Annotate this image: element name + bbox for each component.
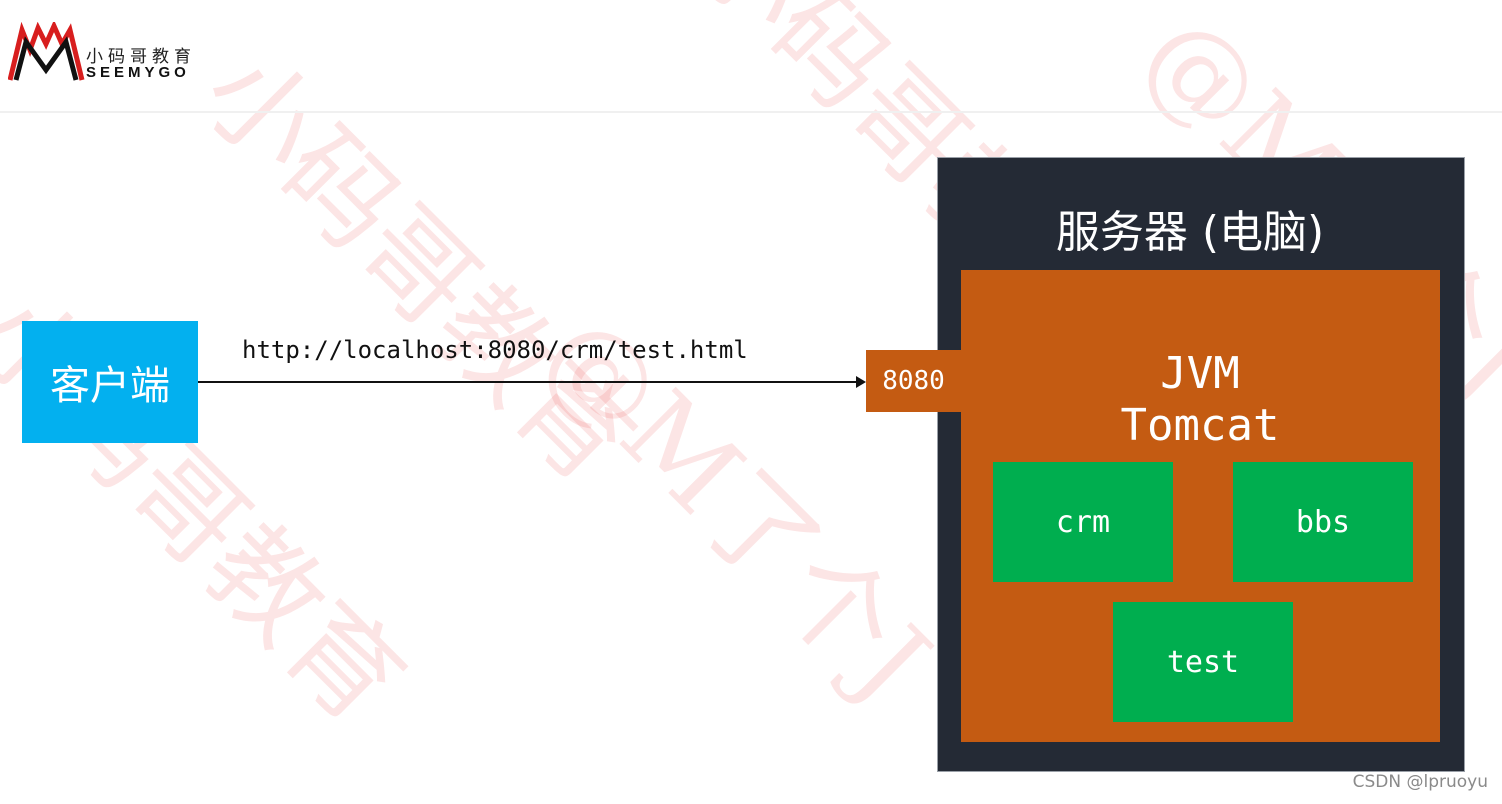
logo-text-cn: 小码哥教育 bbox=[86, 47, 196, 67]
app-box-bbs: bbs bbox=[1233, 462, 1413, 582]
client-box: 客户端 bbox=[22, 321, 198, 443]
app-label: bbs bbox=[1295, 504, 1351, 540]
tomcat-label: Tomcat bbox=[1120, 400, 1280, 451]
app-box-crm: crm bbox=[993, 462, 1173, 582]
logo-text-en: SEEMYGO bbox=[86, 64, 190, 81]
app-box-test: test bbox=[1113, 602, 1293, 722]
mountain-m-logo-icon bbox=[7, 19, 85, 81]
header-divider bbox=[0, 111, 1502, 113]
request-url: http://localhost:8080/crm/test.html bbox=[242, 336, 748, 364]
client-label: 客户端 bbox=[50, 363, 170, 409]
server-title: 服务器 (电脑) bbox=[1055, 207, 1325, 258]
logo bbox=[7, 19, 208, 84]
port-label: 8080 bbox=[882, 366, 945, 396]
watermark: 小码哥教育 bbox=[178, 27, 658, 507]
credit-text: CSDN @lpruoyu bbox=[1352, 772, 1488, 792]
jvm-label: JVM bbox=[1160, 348, 1240, 399]
port-box: 8080 bbox=[866, 350, 961, 412]
container-title: JVM Tomcat bbox=[1000, 348, 1400, 452]
arrow-head-icon bbox=[856, 376, 866, 388]
app-label: test bbox=[1166, 644, 1240, 680]
request-arrow-line bbox=[198, 381, 858, 383]
app-label: crm bbox=[1055, 504, 1111, 540]
